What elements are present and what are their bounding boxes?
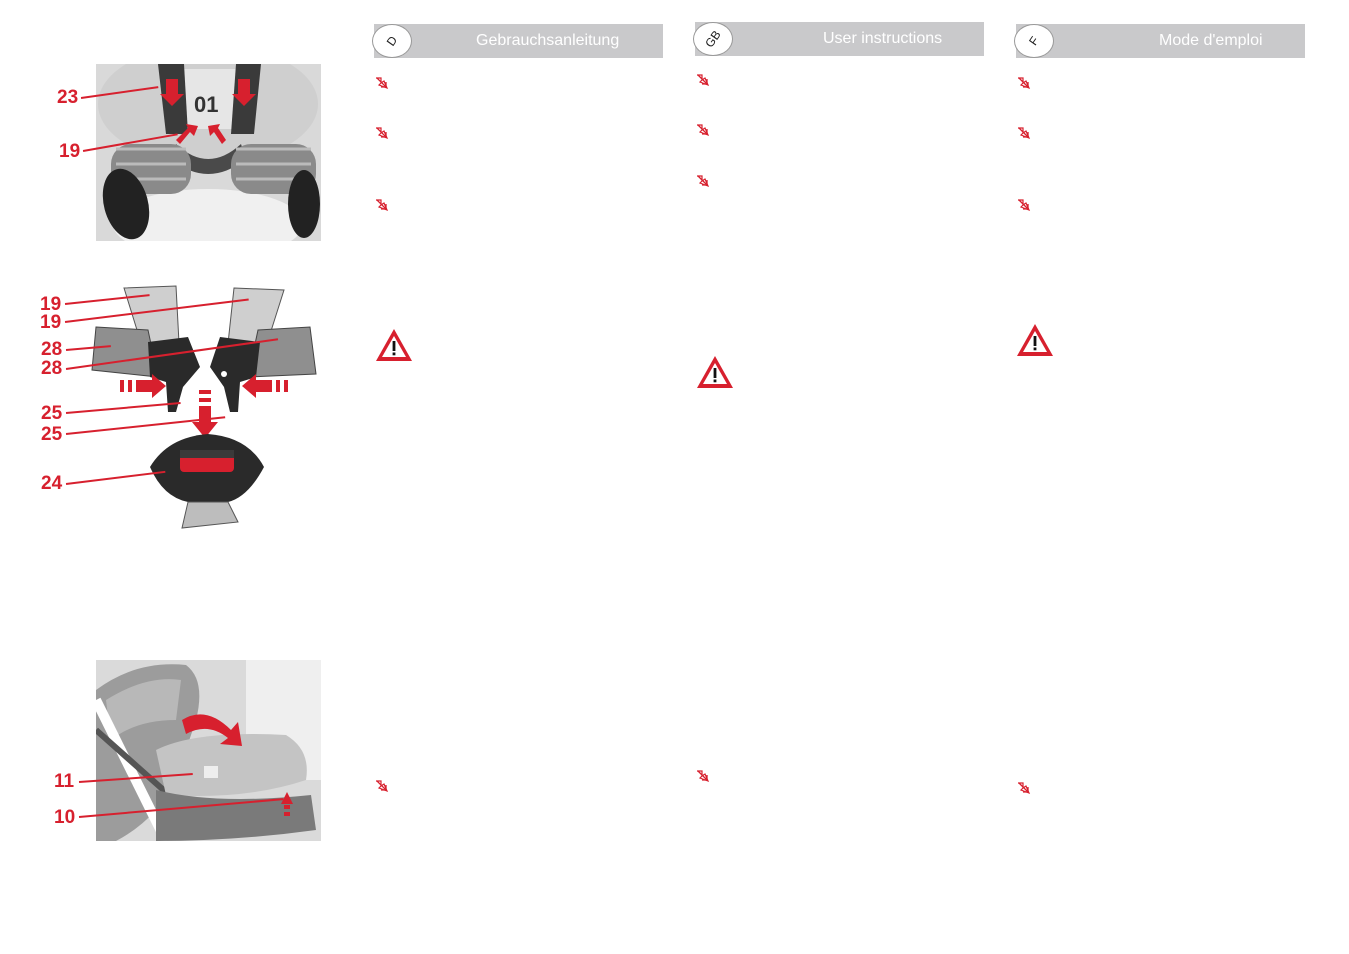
- section-title: Mode d'emploi: [1159, 32, 1263, 49]
- lang-code: F: [1026, 33, 1042, 49]
- section-title: User instructions: [823, 30, 943, 47]
- bullet-arrow-icon: [1016, 197, 1032, 213]
- callout-28: 28: [41, 339, 63, 360]
- bullet-arrow-icon: [374, 75, 390, 91]
- lang-badge: GB: [693, 22, 733, 56]
- callout-19: 19: [40, 312, 62, 333]
- lang-code: D: [383, 33, 401, 49]
- bullet-arrow-icon: [695, 122, 711, 138]
- warning-triangle-icon: [374, 327, 414, 363]
- lang-badge: D: [372, 24, 412, 58]
- callout-11: 11: [54, 771, 75, 792]
- callout-28: 28: [41, 358, 63, 379]
- bullet-arrow-icon: [695, 768, 711, 784]
- section-header-gb: GB User instructions: [693, 22, 984, 56]
- callout-19: 19: [40, 294, 62, 315]
- callout-25: 25: [41, 403, 63, 424]
- bullet-arrow-icon: [695, 72, 711, 88]
- callout-10: 10: [54, 807, 76, 828]
- bullet-arrow-icon: [1016, 125, 1032, 141]
- callout-23: 23: [57, 87, 79, 108]
- section-header-f: F Mode d'emploi: [1014, 24, 1305, 58]
- bullet-arrow-icon: [695, 173, 711, 189]
- seat-side-photo: [96, 660, 321, 841]
- harness-photo: 01: [96, 64, 321, 241]
- svg-text:01: 01: [194, 92, 218, 117]
- buckle-diagram: [88, 282, 320, 534]
- bullet-arrow-icon: [1016, 75, 1032, 91]
- bullet-arrow-icon: [374, 125, 390, 141]
- lang-badge: F: [1014, 24, 1054, 58]
- callout-24: 24: [41, 473, 63, 494]
- section-title: Gebrauchsanleitung: [476, 32, 620, 49]
- bullet-arrow-icon: [374, 778, 390, 794]
- warning-triangle-icon: [1015, 322, 1055, 358]
- section-header-d: D Gebrauchsanleitung: [372, 24, 663, 58]
- callout-25: 25: [41, 424, 63, 445]
- warning-triangle-icon: [695, 354, 735, 390]
- bullet-arrow-icon: [374, 197, 390, 213]
- callout-19: 19: [59, 141, 81, 162]
- bullet-arrow-icon: [1016, 780, 1032, 796]
- lang-code: GB: [702, 27, 724, 51]
